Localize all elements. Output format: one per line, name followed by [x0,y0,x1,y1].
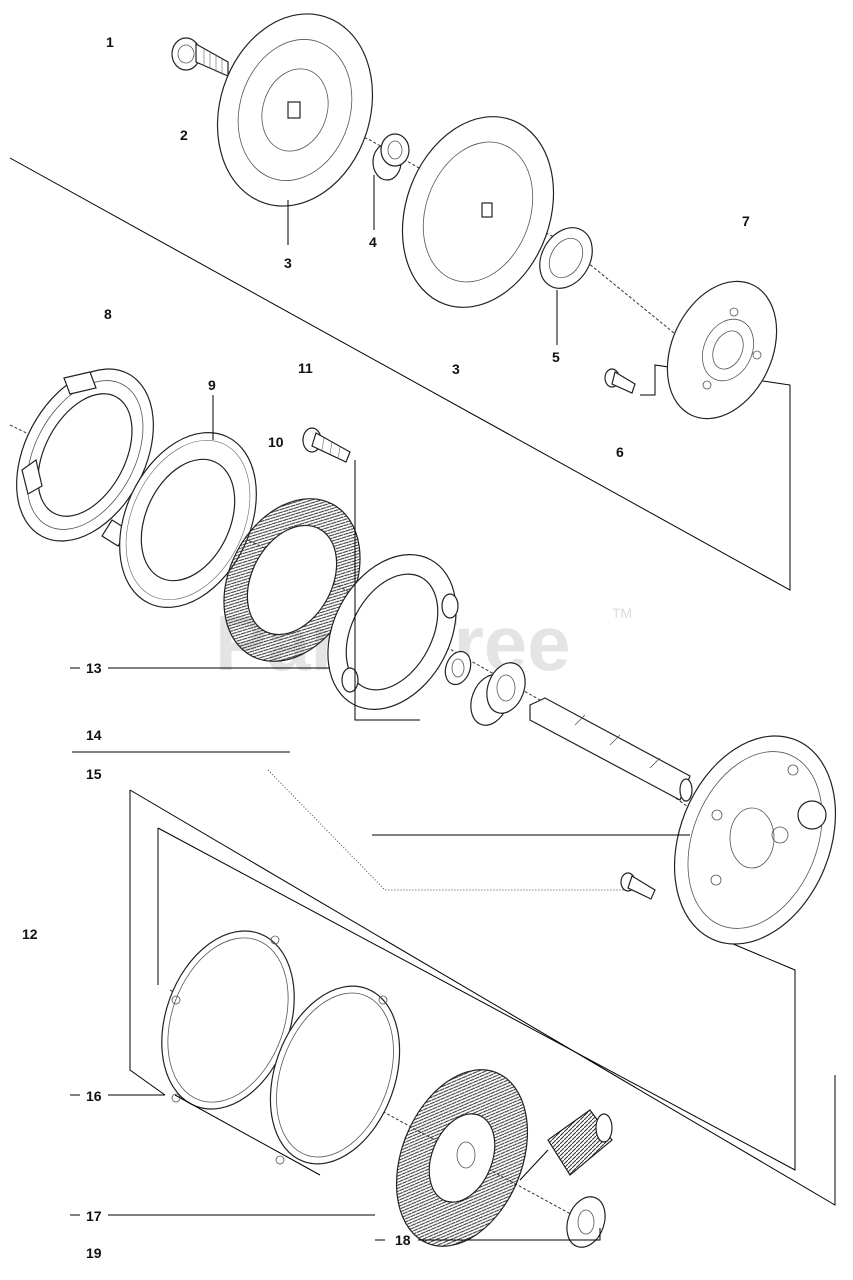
callout-14: 14 [86,727,102,743]
callout-16: 16 [86,1088,102,1104]
callout-2: 2 [180,127,188,143]
friction-ring-part [223,498,361,662]
callout-19: 19 [86,1245,102,1261]
small-seal-part-13 [444,650,472,686]
gear-housing-part [673,735,837,945]
callout-3a: 3 [284,255,292,271]
leader-10 [354,460,420,721]
seal-part-19 [566,1196,606,1248]
screw-housing-part [620,872,656,900]
callout-10: 10 [268,434,284,450]
guide-line-12 [129,789,836,1206]
leader-pinion [519,1149,549,1181]
screw-part-6 [604,368,636,394]
pinion-part [547,1109,613,1176]
callout-6: 6 [616,444,624,460]
callout-9: 9 [208,377,216,393]
callout-15: 15 [86,766,102,782]
leader-16b [174,1094,321,1176]
callout-8: 8 [104,306,112,322]
callout-7: 7 [742,213,750,229]
shaft-part [529,697,693,802]
disc-part-3-upper [216,13,374,207]
seal-part-5 [539,227,593,289]
callout-13: 13 [86,660,102,676]
flange-part-7 [666,280,778,420]
bolt-part-1 [171,37,229,77]
callout-17: 17 [86,1208,102,1224]
gasket-part-17 [269,985,401,1165]
leader-18 [418,1228,601,1241]
callout-4: 4 [369,234,377,250]
callout-5: 5 [552,349,560,365]
callout-1: 1 [106,34,114,50]
leader-15 [267,769,625,891]
watermark-tm: TM [612,605,632,621]
bevel-gear-part-18 [395,1069,529,1247]
bearing-part [470,662,526,726]
bushing-part-4 [372,133,410,181]
bearing-ring-part-9 [119,431,257,609]
callout-18: 18 [395,1232,411,1248]
callout-3b: 3 [452,361,460,377]
screw-part-10 [302,427,351,463]
flat-ring-part [327,554,459,710]
disc-part-3-lower [401,116,555,308]
ring-cover-part-8 [16,368,154,547]
callout-11: 11 [298,360,313,376]
callout-12: 12 [22,926,38,942]
label-dashes [70,667,385,1241]
guide-line-inner [157,827,796,1171]
